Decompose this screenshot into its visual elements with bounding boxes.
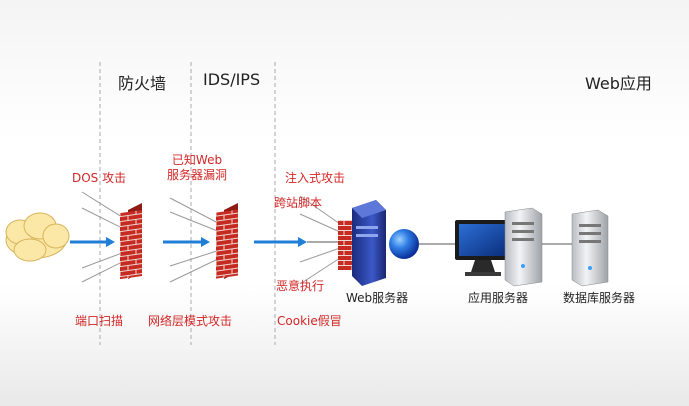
attack-malicious-exec: 恶意执行 [276,279,325,293]
device-web-server: Web服务器 [346,291,409,305]
app-server-icon [455,207,543,287]
flow-arrowhead-1 [106,237,115,247]
flow-arrowhead-2 [201,237,210,247]
attack-rays-ids [169,197,221,283]
header-firewall: 防火墙 [118,74,167,93]
header-web-app: Web应用 [585,74,652,93]
globe-icon [389,229,419,259]
attack-dos: DOS 攻击 [72,171,127,185]
attack-known-web-vuln: 已知Web 服务器漏洞 [160,153,234,183]
brick-wall-icon [216,203,238,279]
attack-network-layer: 网络层模式攻击 [148,314,233,328]
attack-known-web-vuln-line2: 服务器漏洞 [166,168,227,182]
traffic-flow [70,237,307,247]
attack-xss: 跨站脚本 [274,196,323,210]
brick-wall-icon [120,203,142,280]
zone-dividers [99,62,276,345]
db-server-icon [571,209,609,287]
attack-cookie-spoof: Cookie假冒 [277,314,342,328]
attack-port-scan: 端口扫描 [75,314,124,328]
device-db-server: 数据库服务器 [563,291,636,305]
attack-known-web-vuln-line1: 已知Web [171,153,223,167]
attack-injection: 注入式攻击 [285,171,346,185]
attack-rays-web [299,195,341,285]
cloud-icon [5,212,70,262]
header-ids-ips: IDS/IPS [203,70,261,89]
web-server-icon [338,200,419,286]
flow-arrowhead-3 [298,237,307,247]
device-app-server: 应用服务器 [468,291,529,305]
